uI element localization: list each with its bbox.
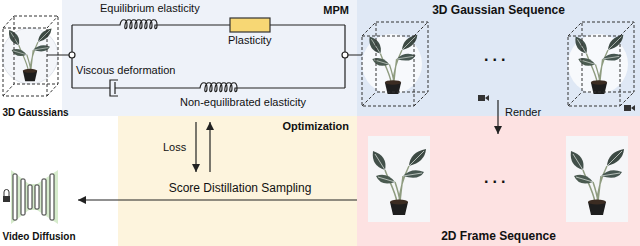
model-figure: Video Diffusion (0, 166, 78, 246)
node-heading: MPM (323, 4, 349, 17)
gaussian-cube (2, 16, 58, 96)
ellipsis: ... (484, 168, 509, 187)
camera-icon (478, 95, 489, 101)
node-heading: 3D Gaussian Sequence (432, 3, 565, 17)
edge-label: Score Distillation Sampling (169, 181, 312, 195)
optimization-panel-fill (118, 116, 357, 246)
rendered-frame (368, 136, 430, 222)
rendered-frame (566, 136, 628, 222)
node-heading: Optimization (282, 120, 349, 133)
frame-panel-fill (357, 116, 640, 246)
input-figure: 3D Gaussians (0, 12, 71, 122)
node-heading: 3D Gaussians (2, 107, 68, 119)
node-heading: 2D Frame Sequence (441, 229, 556, 243)
sequence-panel-fill (357, 0, 640, 116)
component-label: Equilibrium elasticity (100, 2, 200, 15)
camera-icon (624, 105, 635, 111)
flow-arrow (78, 199, 357, 200)
render-arrow (497, 100, 498, 134)
sequence-cube (362, 22, 428, 106)
loss-arrow (209, 122, 210, 172)
component-label: Viscous deformation (76, 64, 175, 77)
unet-icon (3, 170, 58, 224)
mpm-circuit (47, 18, 362, 96)
component-label: Plasticity (228, 34, 271, 47)
arrow-label: Render (505, 106, 541, 119)
mpm-panel-fill (62, 0, 357, 116)
arrow-label: Loss (163, 141, 186, 154)
loss-arrow (195, 122, 196, 172)
node-heading: Video Diffusion (2, 231, 75, 243)
ellipsis: ... (484, 46, 509, 65)
component-label: Non-equilibrated elasticity (180, 96, 306, 109)
sequence-cube (568, 22, 634, 106)
